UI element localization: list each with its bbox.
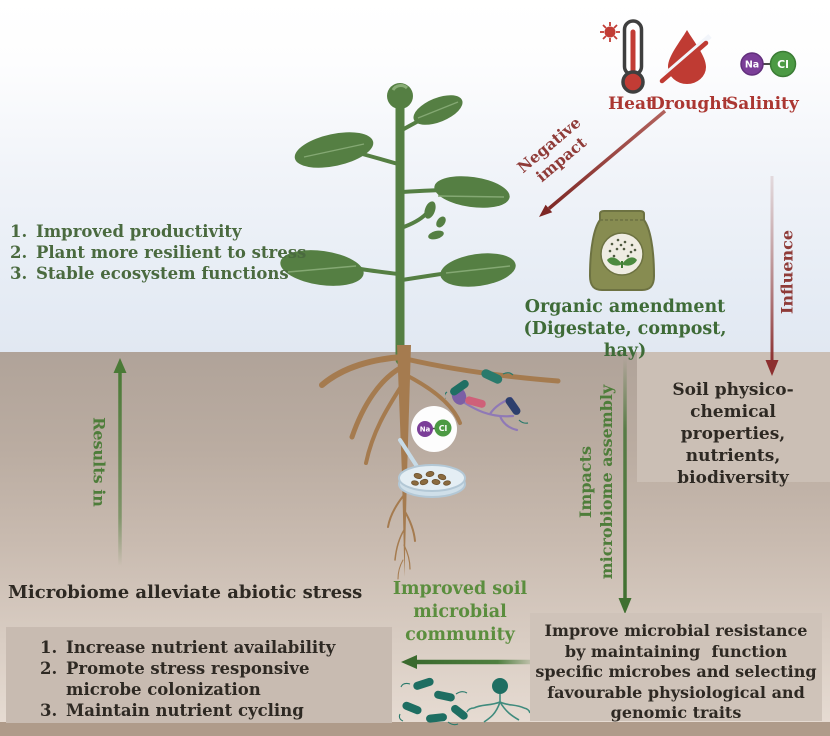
- list-item: 2. Promote stress responsive microbe col…: [40, 659, 310, 699]
- soil-properties-panel: [637, 352, 830, 482]
- community-left-arrow: [401, 655, 533, 669]
- drought-label: Drought: [650, 94, 730, 114]
- influence-label: Influence: [777, 229, 797, 315]
- list-item: 3. Stable ecosystem functions: [10, 264, 289, 283]
- crossed-droplet-icon: [659, 30, 712, 84]
- resistance-box: Improve microbial resistance by maintain…: [530, 613, 822, 722]
- ground-strip: [0, 722, 830, 736]
- list-item: 3. Maintain nutrient cycling: [40, 701, 304, 720]
- soil-properties-text: Soil physico- chemical properties, nutri…: [672, 380, 794, 488]
- salinity-label: Salinity: [726, 94, 799, 114]
- improved-community-label: Improved soil microbial community: [392, 579, 528, 645]
- list-item: 1. Improved productivity: [10, 222, 242, 241]
- nacl-molecule-icon: Na Cl: [740, 50, 797, 78]
- cl-label: Cl: [777, 58, 789, 71]
- alleviation-box: 1. Increase nutrient availability 2. Pro…: [6, 627, 392, 723]
- root-cl-label: Cl: [439, 424, 448, 433]
- heat-label: Heat: [608, 94, 654, 114]
- na-label: Na: [745, 60, 759, 71]
- list-item: 2. Plant more resilient to stress: [10, 243, 307, 262]
- impacts-assembly-arrow: [618, 358, 632, 614]
- petri-dish-pipette-icon: [398, 438, 466, 498]
- rhizosphere-bacteria-icon: [445, 369, 529, 432]
- results-in-label: Results in: [89, 417, 109, 507]
- impacts-assembly-label: Impacts microbiome assembly: [576, 384, 616, 580]
- thermometer-sun-icon: [600, 19, 645, 94]
- list-item: 1. Increase nutrient availability: [40, 638, 336, 657]
- plant-benefits-list: 1. Improved productivity 2. Plant more r…: [10, 221, 310, 284]
- bacteria-icon: [398, 677, 531, 726]
- taproot: [397, 345, 411, 577]
- plant-illustration: [280, 83, 516, 364]
- alleviation-heading: Microbiome alleviate abiotic stress: [8, 582, 363, 603]
- root-nacl-molecule-icon: Na Cl: [411, 406, 457, 452]
- fertilizer-bag-icon: [588, 210, 656, 291]
- root-na-label: Na: [420, 426, 431, 434]
- negative-impact-arrow: [539, 109, 667, 217]
- results-in-arrow: [113, 358, 127, 566]
- organic-amendment-label: Organic amendment (Digestate, compost, h…: [523, 297, 727, 361]
- influence-arrow: [765, 176, 779, 376]
